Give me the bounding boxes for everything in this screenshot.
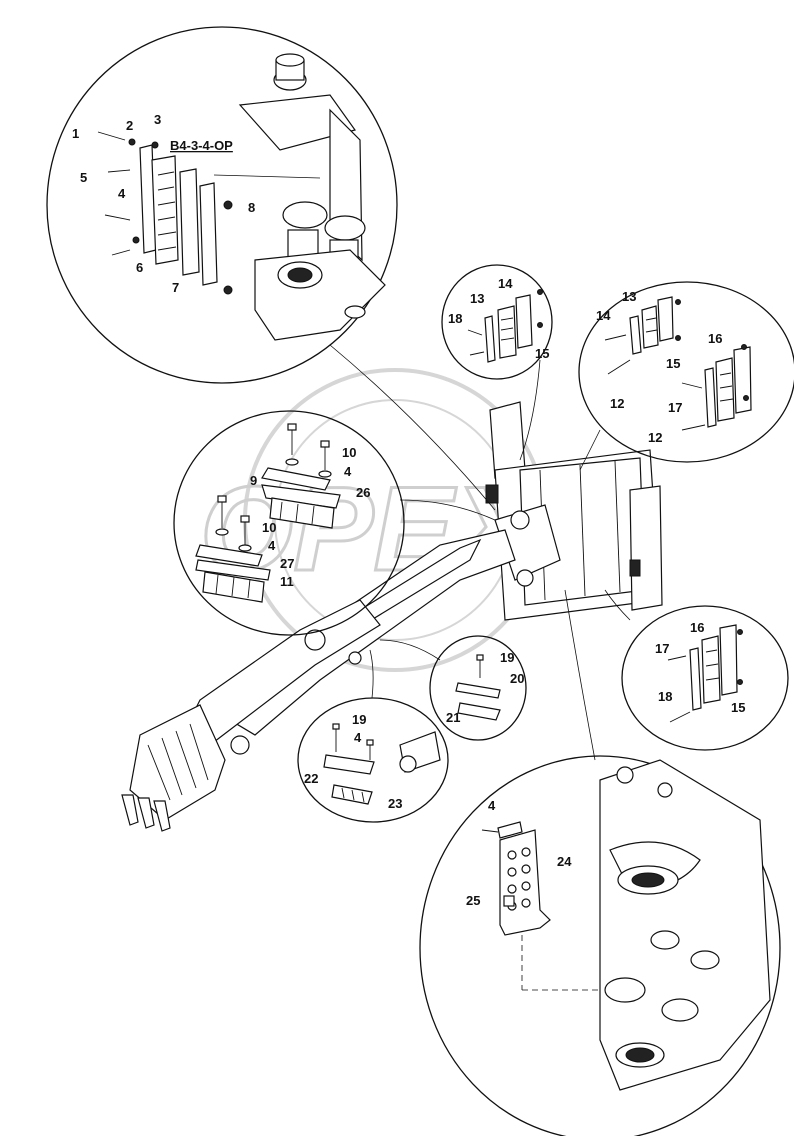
top-detail-callouts: 1 2 3 4 5 6 7 8 B4-3-4-OP bbox=[72, 112, 255, 295]
svg-text:27: 27 bbox=[280, 556, 294, 571]
svg-text:3: 3 bbox=[154, 112, 161, 127]
detail-center-small-a bbox=[379, 635, 527, 741]
svg-text:18: 18 bbox=[448, 311, 462, 326]
svg-text:19: 19 bbox=[352, 712, 366, 727]
svg-text:2: 2 bbox=[126, 118, 133, 133]
svg-text:20: 20 bbox=[510, 671, 524, 686]
top-right-a-callouts: 14 13 15 18 bbox=[448, 276, 549, 361]
svg-text:13: 13 bbox=[470, 291, 484, 306]
detail-right-middle bbox=[604, 589, 789, 751]
detail-left-middle bbox=[173, 410, 496, 636]
center-small-a-callouts: 19 20 21 bbox=[446, 650, 524, 725]
svg-text:12: 12 bbox=[610, 396, 624, 411]
svg-text:4: 4 bbox=[488, 798, 496, 813]
svg-text:17: 17 bbox=[668, 400, 682, 415]
svg-text:15: 15 bbox=[731, 700, 745, 715]
detail-top-pivot bbox=[46, 26, 496, 511]
svg-text:8: 8 bbox=[248, 200, 255, 215]
detail-bottom-mount bbox=[419, 589, 781, 1136]
top-right-b-callouts: 12 13 14 15 16 17 12 bbox=[596, 289, 722, 445]
svg-text:15: 15 bbox=[535, 346, 549, 361]
detail-top-right-a bbox=[441, 264, 553, 461]
bottom-detail-callouts: 4 24 25 bbox=[466, 798, 572, 908]
svg-text:16: 16 bbox=[690, 620, 704, 635]
svg-text:18: 18 bbox=[658, 689, 672, 704]
svg-text:12: 12 bbox=[648, 430, 662, 445]
svg-text:4: 4 bbox=[268, 538, 276, 553]
svg-text:9: 9 bbox=[250, 473, 257, 488]
svg-text:14: 14 bbox=[498, 276, 513, 291]
svg-text:13: 13 bbox=[622, 289, 636, 304]
svg-text:1: 1 bbox=[72, 126, 79, 141]
svg-text:4: 4 bbox=[354, 730, 362, 745]
svg-text:25: 25 bbox=[466, 893, 480, 908]
svg-text:10: 10 bbox=[342, 445, 356, 460]
svg-text:6: 6 bbox=[136, 260, 143, 275]
svg-text:26: 26 bbox=[356, 485, 370, 500]
svg-text:4: 4 bbox=[118, 186, 126, 201]
svg-text:24: 24 bbox=[557, 854, 572, 869]
svg-text:23: 23 bbox=[388, 796, 402, 811]
reference-code: B4-3-4-OP bbox=[170, 138, 233, 153]
svg-text:22: 22 bbox=[304, 771, 318, 786]
detail-center-small-b bbox=[297, 649, 449, 823]
right-middle-callouts: 15 16 17 18 bbox=[655, 620, 745, 715]
svg-text:10: 10 bbox=[262, 520, 276, 535]
svg-text:14: 14 bbox=[596, 308, 611, 323]
detail-top-right-b bbox=[578, 281, 794, 471]
svg-text:17: 17 bbox=[655, 641, 669, 656]
svg-text:4: 4 bbox=[344, 464, 352, 479]
svg-text:16: 16 bbox=[708, 331, 722, 346]
left-middle-callouts: 9 10 4 26 10 4 27 11 bbox=[250, 445, 370, 589]
svg-text:5: 5 bbox=[80, 170, 87, 185]
center-small-b-callouts: 19 4 22 23 bbox=[304, 712, 402, 811]
svg-text:11: 11 bbox=[280, 574, 294, 589]
machine-assembly bbox=[121, 401, 663, 832]
svg-text:19: 19 bbox=[500, 650, 514, 665]
svg-text:21: 21 bbox=[446, 710, 460, 725]
svg-text:15: 15 bbox=[666, 356, 680, 371]
svg-text:7: 7 bbox=[172, 280, 179, 295]
